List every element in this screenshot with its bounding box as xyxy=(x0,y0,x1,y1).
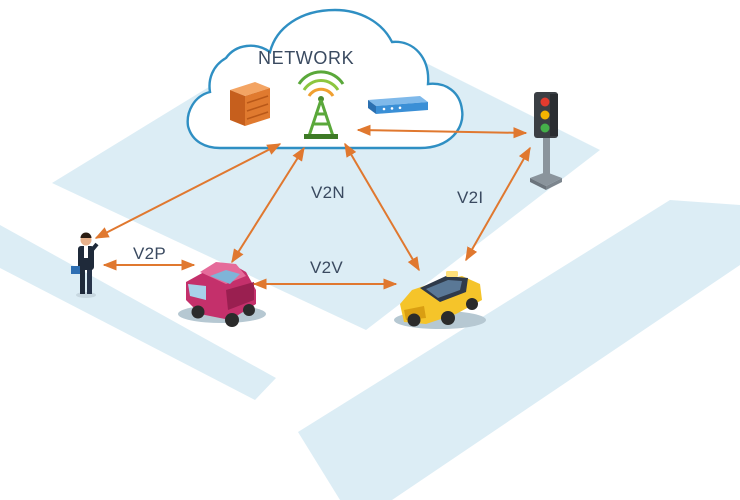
pink-car-icon xyxy=(178,262,266,327)
arrow-network-trafficlight xyxy=(356,124,528,139)
network-switch-icon xyxy=(368,96,428,114)
arrow-car-network xyxy=(231,146,305,264)
label-v2v: V2V xyxy=(310,258,344,277)
yellow-taxi-icon xyxy=(394,271,486,329)
road-surfaces xyxy=(0,14,740,500)
arrow-taxi-trafficlight xyxy=(465,146,531,262)
road-right xyxy=(298,200,740,500)
label-v2n: V2N xyxy=(311,183,345,202)
road-left xyxy=(0,225,276,400)
label-v2i: V2I xyxy=(457,188,484,207)
link-arrows xyxy=(94,124,531,290)
arrow-taxi-network xyxy=(344,142,420,272)
network-title: NETWORK xyxy=(258,48,355,68)
traffic-light-icon xyxy=(530,92,562,190)
network-cloud xyxy=(186,8,464,150)
label-v2p: V2P xyxy=(133,244,167,263)
server-rack-icon xyxy=(230,82,270,126)
road-top xyxy=(52,14,600,330)
pedestrian-icon xyxy=(71,232,99,298)
cell-tower-icon xyxy=(297,70,345,139)
